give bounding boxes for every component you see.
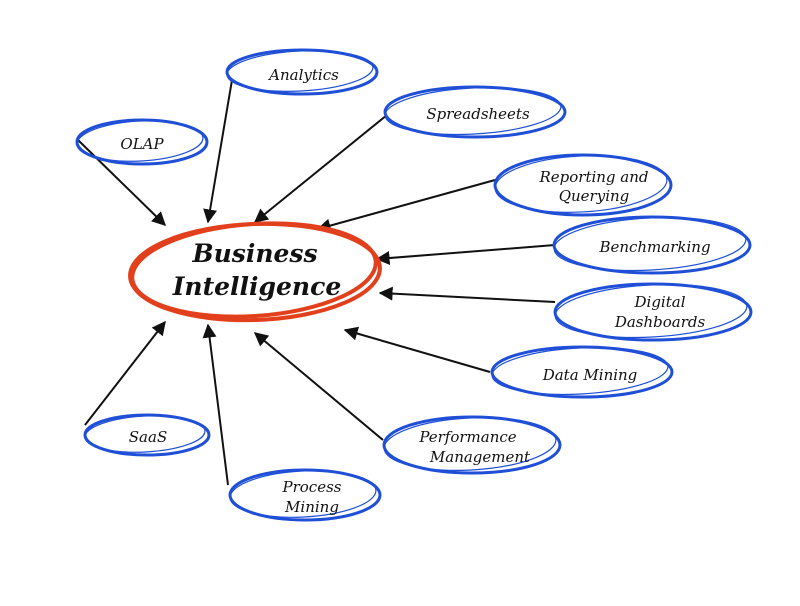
node-label: Analytics (267, 66, 339, 84)
arrow-saas (84, 320, 166, 426)
node-datamining: Data Mining (490, 345, 674, 399)
node-label: SaaS (129, 428, 167, 446)
arrow-performance (253, 332, 384, 441)
node-label: Data Mining (542, 366, 638, 384)
node-label: Mining (284, 498, 339, 516)
arrow-processmining (202, 323, 229, 486)
node-benchmarking: Benchmarking (552, 215, 752, 275)
arrow-datamining (343, 326, 491, 373)
center-title-line1: Business (191, 239, 317, 268)
node-label: Management (429, 448, 531, 466)
arrow-dashboards (378, 286, 556, 303)
node-label: OLAP (120, 135, 164, 153)
center-title-line2: Intelligence (172, 272, 342, 301)
node-processmining: Process Mining (228, 468, 382, 522)
node-reporting: Reporting and Querying (493, 153, 673, 217)
node-label: Performance (418, 428, 516, 446)
node-label: Digital (634, 293, 686, 311)
node-analytics: Analytics (225, 48, 379, 96)
node-dashboards: Digital Dashboards (553, 282, 753, 342)
node-spreadsheets: Spreadsheets (383, 85, 567, 139)
arrows (77, 79, 556, 486)
node-label: Benchmarking (598, 238, 710, 256)
node-olap: OLAP (75, 118, 209, 166)
arrow-olap (77, 139, 167, 226)
center-node: Business Intelligence (128, 221, 382, 323)
arrow-spreadsheets (253, 114, 388, 223)
node-label: Reporting and (538, 168, 648, 186)
node-performance: Performance Management (382, 415, 562, 475)
node-label: Querying (559, 187, 630, 205)
node-label: Spreadsheets (426, 105, 530, 123)
arrow-analytics (203, 79, 233, 224)
arrow-reporting (316, 179, 496, 233)
node-label: Dashboards (614, 313, 706, 331)
node-saas: SaaS (83, 413, 211, 457)
node-label: Process (282, 478, 342, 496)
arrow-benchmarking (375, 244, 556, 265)
